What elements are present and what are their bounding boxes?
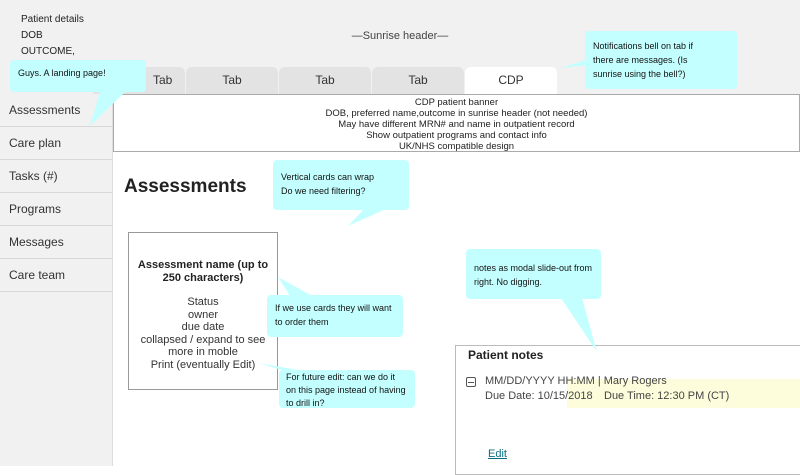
tab-2[interactable]: Tab bbox=[186, 67, 279, 94]
edit-link[interactable]: Edit bbox=[488, 448, 507, 460]
callout-text: there are messages. (Is bbox=[593, 55, 688, 65]
banner-line: Show outpatient programs and contact inf… bbox=[366, 130, 547, 141]
card-line: owner bbox=[188, 308, 218, 321]
collapse-icon[interactable] bbox=[466, 377, 476, 387]
page-title: Assessments bbox=[124, 176, 247, 197]
callout-text: Guys. A landing page! bbox=[18, 68, 106, 78]
dob-label: DOB bbox=[21, 30, 43, 41]
patient-notes-title: Patient notes bbox=[468, 348, 544, 362]
outcome-label: OUTCOME, bbox=[21, 46, 75, 57]
sidebar-item-assessments[interactable]: Assessments bbox=[0, 94, 112, 127]
tab-3[interactable]: Tab bbox=[279, 67, 372, 94]
sidebar-item-care-plan[interactable]: Care plan bbox=[0, 127, 112, 160]
callout-text: on this page instead of having bbox=[286, 385, 406, 395]
sidebar-item-tasks[interactable]: Tasks (#) bbox=[0, 160, 112, 193]
callout-order: If we use cards they will want to order … bbox=[267, 295, 403, 337]
banner-line: CDP patient banner bbox=[414, 97, 499, 108]
tab-cdp[interactable]: CDP bbox=[465, 67, 558, 94]
highlight bbox=[567, 379, 800, 408]
card-line: more in moble bbox=[168, 346, 238, 358]
banner-line: UK/NHS compatible design bbox=[398, 141, 515, 152]
assessment-card[interactable]: Assessment name (up to 250 characters) S… bbox=[128, 232, 278, 390]
sidebar-item-care-team[interactable]: Care team bbox=[0, 259, 112, 292]
callout-text: to drill in? bbox=[286, 398, 325, 408]
banner-line: DOB, preferred name,outcome in sunrise h… bbox=[325, 108, 588, 119]
patient-banner: CDP patient banner DOB, preferred name,o… bbox=[113, 94, 800, 152]
callout-landing: Guys. A landing page! bbox=[10, 60, 146, 92]
card-line: due date bbox=[181, 321, 225, 333]
sidebar-item-messages[interactable]: Messages bbox=[0, 226, 112, 259]
callout-notes-modal: notes as modal slide-out from right. No … bbox=[466, 249, 601, 299]
callout-future-edit: For future edit: can we do it on this pa… bbox=[279, 370, 415, 408]
card-line: Status bbox=[187, 296, 219, 308]
callout-text: Do we need filtering? bbox=[281, 186, 366, 196]
callout-text: right. No digging. bbox=[474, 277, 543, 287]
card-line: Print (eventually Edit) bbox=[150, 358, 256, 371]
sidebar: Assessments Care plan Tasks (#) Programs… bbox=[0, 94, 113, 466]
assessment-name: Assessment name (up to 250 characters) bbox=[137, 259, 269, 284]
callout-text: notes as modal slide-out from bbox=[474, 263, 593, 273]
banner-line: May have different MRN# and name in outp… bbox=[338, 119, 575, 130]
callout-text: sunrise using the bell?) bbox=[593, 69, 686, 79]
card-line: collapsed / expand to see bbox=[140, 333, 266, 346]
callout-notifications: Notifications bell on tab if there are m… bbox=[585, 31, 737, 89]
note-header: MM/DD/YYYY HH:MM | Mary Rogers bbox=[485, 375, 667, 387]
tab-4[interactable]: Tab bbox=[372, 67, 465, 94]
note-due-date: Due Date: 10/15/2018 bbox=[485, 390, 593, 402]
note-due-time: Due Time: 12:30 PM (CT) bbox=[604, 390, 730, 402]
callout-text: Notifications bell on tab if bbox=[593, 41, 694, 51]
patient-details-label: Patient details bbox=[21, 14, 84, 25]
callout-cards-wrap: Vertical cards can wrap Do we need filte… bbox=[273, 160, 409, 210]
callout-text: to order them bbox=[275, 317, 329, 327]
sidebar-item-programs[interactable]: Programs bbox=[0, 193, 112, 226]
patient-notes-panel bbox=[455, 345, 800, 475]
callout-text: For future edit: can we do it bbox=[286, 372, 396, 382]
callout-text: Vertical cards can wrap bbox=[281, 172, 375, 182]
callout-text: If we use cards they will want bbox=[275, 303, 392, 313]
header-title: —Sunrise header— bbox=[351, 30, 449, 42]
